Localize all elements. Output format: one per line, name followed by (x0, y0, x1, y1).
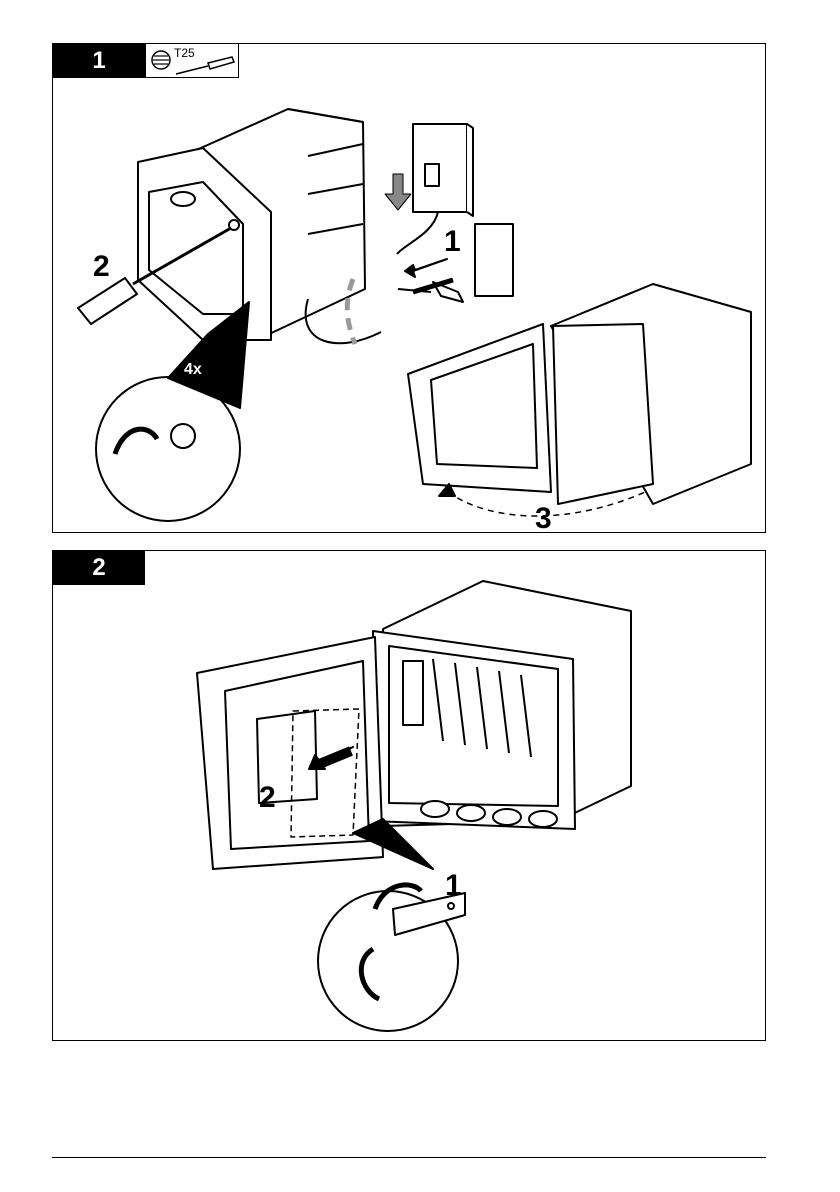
screwdriver-handle (78, 278, 137, 324)
callout-attach-label: 2 (259, 781, 276, 814)
power-switch (425, 164, 439, 186)
power-outlet (475, 224, 513, 296)
footer-rule (52, 1157, 766, 1158)
callout-open-door: 3 (535, 502, 552, 534)
callout-unplug: 1 (444, 225, 461, 258)
step-1-illustration: 1 2 4x 3 (53, 44, 767, 534)
step-2-panel: 2 (52, 550, 766, 1041)
callout-screwdriver: 2 (93, 250, 110, 283)
callout-peel-backing: 1 (445, 869, 462, 902)
callout-four-screws: 4x (184, 361, 202, 378)
step-1-panel: 1 T25 (52, 43, 766, 533)
step-2-illustration: 1 2 (53, 551, 767, 1042)
